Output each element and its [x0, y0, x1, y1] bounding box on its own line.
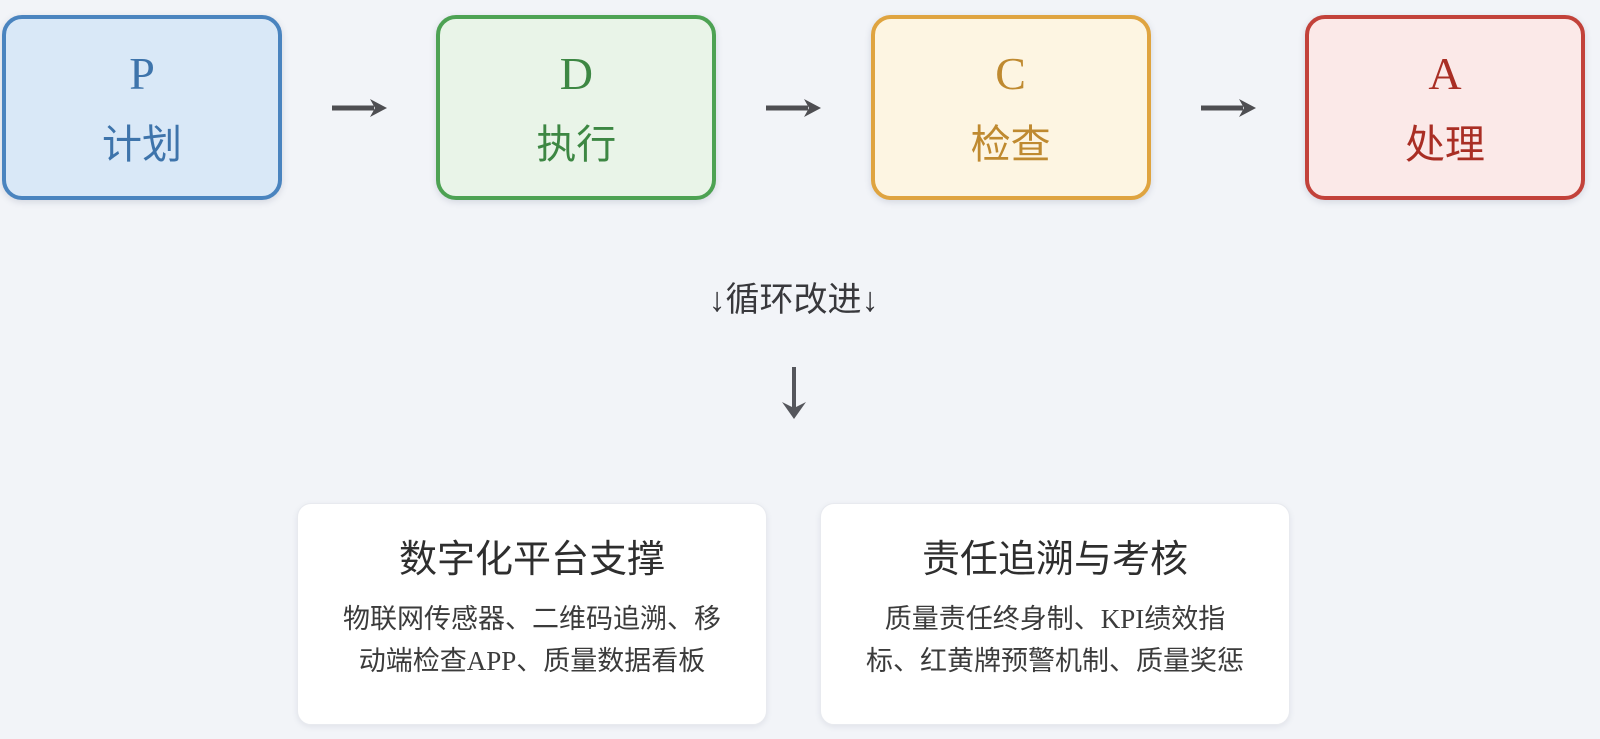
- card-description: 物联网传感器、二维码追溯、移 动端检查APP、质量数据看板: [326, 598, 738, 682]
- pdca-box-do: D 执行: [436, 15, 717, 200]
- pdca-box-check: C 检查: [870, 15, 1151, 200]
- card-accountability: 责任追溯与考核 质量责任终身制、KPI绩效指 标、红黄牌预警机制、质量奖惩: [820, 503, 1290, 725]
- card-description-line: 质量责任终身制、KPI绩效指: [884, 603, 1226, 634]
- cycle-improvement-label: ↓循环改进↓: [708, 282, 879, 319]
- box-label: 执行: [536, 121, 617, 167]
- right-arrow-icon: [1200, 98, 1256, 117]
- box-label: 计划: [102, 121, 182, 167]
- card-title: 责任追溯与考核: [921, 539, 1188, 581]
- pdca-box-plan: P 计划: [2, 15, 282, 200]
- pdca-box-act: A 处理: [1304, 15, 1585, 200]
- box-label: 处理: [1404, 121, 1485, 167]
- box-letter: C: [995, 47, 1026, 99]
- right-arrow-icon: [765, 98, 822, 117]
- down-arrow-icon: [2, 366, 1585, 420]
- box-label: 检查: [970, 121, 1051, 167]
- card-digital-platform: 数字化平台支撑 物联网传感器、二维码追溯、移 动端检查APP、质量数据看板: [297, 503, 767, 725]
- card-title: 数字化平台支撑: [398, 539, 665, 581]
- right-arrow-icon: [331, 98, 388, 117]
- box-letter: P: [129, 47, 155, 99]
- pdca-flow-row: P 计划 D 执行 C 检查: [2, 15, 1585, 200]
- card-description: 质量责任终身制、KPI绩效指 标、红黄牌预警机制、质量奖惩: [849, 598, 1261, 682]
- card-description-line: 标、红黄牌预警机制、质量奖惩: [866, 645, 1244, 676]
- box-letter: A: [1428, 47, 1462, 99]
- info-cards-row: 数字化平台支撑 物联网传感器、二维码追溯、移 动端检查APP、质量数据看板 责任…: [2, 503, 1585, 725]
- card-description-line: 物联网传感器、二维码追溯、移: [343, 603, 721, 634]
- box-letter: D: [559, 47, 593, 99]
- card-description-line: 动端检查APP、质量数据看板: [358, 645, 706, 676]
